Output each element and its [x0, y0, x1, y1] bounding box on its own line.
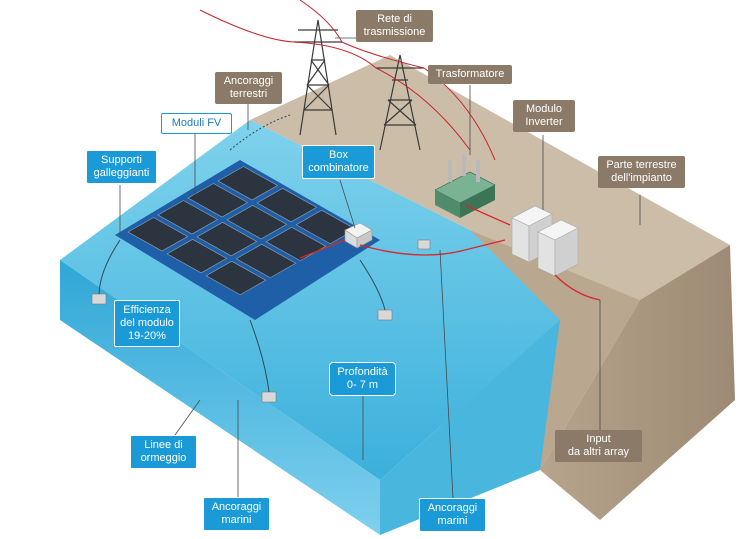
- label-input-altri-array: Input da altri array: [555, 430, 642, 462]
- label-ancoraggi-terrestri: Ancoraggi terrestri: [215, 72, 282, 104]
- transformer: [434, 154, 496, 218]
- pv-module: [196, 222, 258, 257]
- cable: [299, 239, 346, 259]
- label-ancoraggi-marini-1: Ancoraggi marini: [203, 497, 270, 531]
- label-modulo-inverter: Modulo Inverter: [513, 100, 575, 132]
- mooring-line: [98, 239, 121, 295]
- label-ancoraggi-marini-2: Ancoraggi marini: [419, 498, 486, 532]
- transmission-line: [199, 9, 471, 151]
- mooring-line: [229, 114, 291, 151]
- cable: [554, 274, 601, 301]
- inverter-module: [511, 205, 579, 277]
- combiner-box: [344, 222, 373, 249]
- label-linee-ormeggio: Linee di ormeggio: [130, 435, 197, 469]
- label-supporti-galleggianti: Supporti galleggianti: [86, 150, 157, 184]
- pv-module: [256, 188, 318, 223]
- pv-module: [265, 226, 327, 262]
- label-trasformatore: Trasformatore: [428, 65, 512, 84]
- transmission-line: [299, 0, 496, 161]
- label-moduli-fv: Moduli FV: [161, 113, 232, 134]
- cable: [359, 239, 506, 256]
- pv-module: [205, 260, 267, 296]
- label-rete-trasmissione: Rete di trasmissione: [356, 10, 433, 42]
- water-side-right: [380, 320, 560, 535]
- mooring-line: [359, 259, 386, 311]
- pv-module: [166, 239, 228, 274]
- land-top: [250, 55, 730, 300]
- label-efficienza-modulo: Efficienza del modulo 19-20%: [114, 300, 180, 347]
- label-parte-terrestre: Parte terrestre dell'impianto: [598, 156, 685, 188]
- pv-module: [157, 200, 219, 235]
- leader-lines: [119, 37, 641, 499]
- transmission-tower: [294, 19, 424, 151]
- pv-module: [187, 183, 249, 218]
- anchor-block: [261, 391, 277, 403]
- anchor-block: [91, 293, 107, 305]
- anchor-block: [417, 239, 431, 250]
- label-profondita: Profondità 0- 7 m: [329, 362, 396, 396]
- pv-module: [235, 243, 297, 279]
- pv-module: [217, 166, 279, 201]
- pv-module: [226, 205, 288, 240]
- cable: [464, 204, 511, 226]
- pv-module-array: [127, 166, 357, 296]
- anchor-block: [377, 309, 393, 321]
- mooring-line: [249, 319, 270, 393]
- pv-module: [127, 217, 189, 252]
- label-box-combinatore: Box combinatore: [302, 145, 375, 179]
